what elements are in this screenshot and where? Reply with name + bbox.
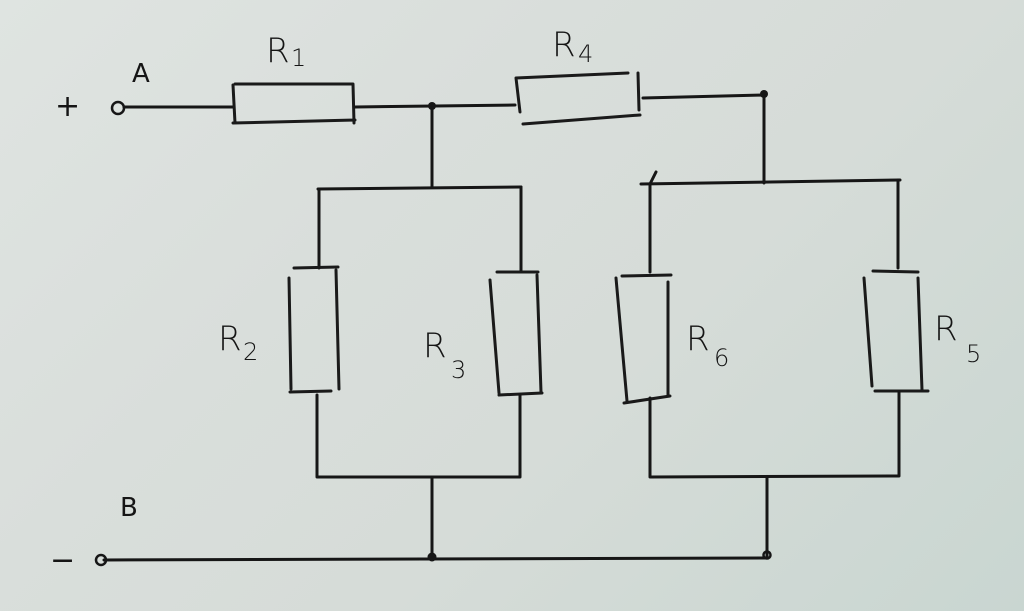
label-a: A [132, 59, 150, 89]
junction-bottom-left [427, 552, 437, 562]
stray-tick [648, 170, 658, 186]
minus-sign: − [50, 543, 75, 578]
resistor-r6 [614, 273, 673, 405]
wire-left-top-bus [316, 185, 523, 191]
junction-bottom-right [762, 550, 772, 560]
resistor-r4 [514, 71, 642, 126]
label-r3-sub: 3 [451, 356, 466, 384]
resistor-r1 [231, 82, 357, 125]
wire-r4-n2 [641, 93, 766, 185]
label-r3: R [423, 326, 447, 366]
label-r4-sub: 4 [578, 40, 593, 68]
label-r5-sub: 5 [966, 340, 981, 368]
resistor-r3 [488, 270, 544, 397]
wire-left-bottom-bus [315, 393, 522, 479]
corner-dot [760, 90, 768, 98]
wire-right-top-bus [639, 178, 902, 186]
label-r6: R [686, 319, 710, 359]
plus-sign: + [55, 89, 80, 124]
label-r5: R [934, 309, 958, 349]
label-r1-sub: 1 [291, 44, 306, 72]
label-r6-sub: 6 [714, 344, 729, 372]
terminal-b [94, 553, 108, 567]
resistor-r5 [862, 269, 930, 393]
label-r2-sub: 2 [243, 338, 258, 366]
wire-right-bottom-bus [648, 390, 901, 479]
resistor-r2 [287, 265, 341, 394]
label-b: B [120, 493, 138, 523]
label-r2: R [218, 319, 242, 359]
label-r4: R [552, 25, 576, 65]
terminal-a [110, 100, 126, 116]
label-r1: R [266, 31, 290, 71]
